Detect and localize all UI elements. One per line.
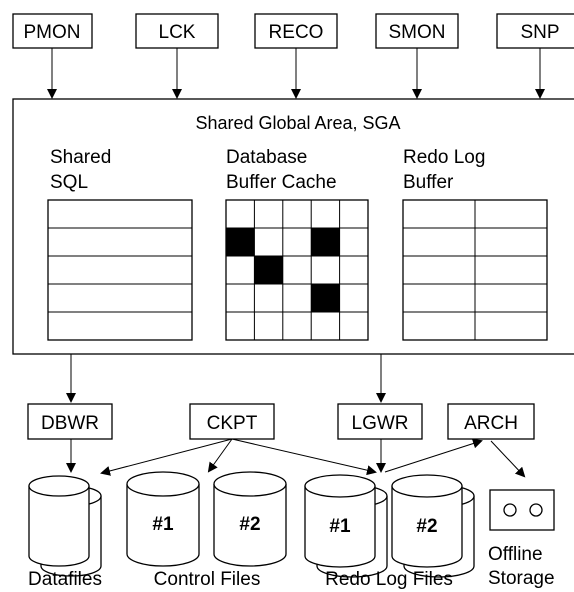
redo-log-file-2-label: #2 xyxy=(416,516,437,537)
shared-sql-area: Shared SQL xyxy=(47,147,193,341)
process-dbwr: DBWR xyxy=(27,403,113,440)
process-smon: SMON xyxy=(375,13,459,49)
arrow-redo-files-arch xyxy=(384,438,483,473)
process-pmon: PMON xyxy=(12,13,93,49)
control-file-2-disk-icon: #2 xyxy=(213,471,287,567)
dirty-buffer-block xyxy=(254,256,283,284)
process-lck: LCK xyxy=(135,13,219,49)
process-arch: ARCH xyxy=(447,403,535,440)
control-file-2-label: #2 xyxy=(239,514,260,535)
caption-offline-line1: Offline xyxy=(488,544,543,565)
redo-log-file-2-disk-icon: #2 xyxy=(391,474,475,578)
shared-sql-label-line1: Shared xyxy=(50,147,111,168)
shared-sql-label-line2: SQL xyxy=(50,172,88,193)
redo-log-file-1-disk-icon: #1 xyxy=(304,474,388,578)
control-file-1-disk-icon: #1 xyxy=(126,471,200,567)
datafiles-disk-icon xyxy=(28,475,102,577)
redo-buffer-label-line1: Redo Log xyxy=(403,147,485,168)
redo-log-buffer-area: Redo Log Buffer xyxy=(402,147,548,341)
arrow-ckpt-control-files xyxy=(207,438,233,473)
dirty-buffer-block xyxy=(226,228,255,256)
process-ckpt-label: CKPT xyxy=(207,413,258,434)
control-file-1-label: #1 xyxy=(152,514,174,535)
redo-log-file-1-label: #1 xyxy=(329,516,351,537)
arrow-arch-offline xyxy=(490,440,526,478)
process-pmon-label: PMON xyxy=(24,22,81,43)
buffer-cache-area: Database Buffer Cache xyxy=(225,147,369,341)
buffer-cache-label-line2: Buffer Cache xyxy=(226,172,337,193)
arrow-ckpt-redo-files xyxy=(231,438,377,476)
dirty-buffer-block xyxy=(311,228,340,256)
sga-title: Shared Global Area, SGA xyxy=(195,113,400,133)
process-ckpt: CKPT xyxy=(189,403,275,440)
process-dbwr-label: DBWR xyxy=(41,413,99,434)
process-lgwr: LGWR xyxy=(337,403,423,440)
caption-redo-log-files: Redo Log Files xyxy=(325,569,453,590)
caption-datafiles: Datafiles xyxy=(28,569,102,590)
process-reco: RECO xyxy=(254,13,338,49)
redo-buffer-label-line2: Buffer xyxy=(403,172,454,193)
arrow-ckpt-datafiles xyxy=(100,438,233,476)
process-snp-label: SNP xyxy=(520,22,559,43)
buffer-cache-label-line1: Database xyxy=(226,147,307,168)
arrows-bottom xyxy=(66,438,526,478)
dirty-buffer-block xyxy=(311,284,340,312)
process-snp: SNP xyxy=(496,13,574,49)
process-lgwr-label: LGWR xyxy=(352,413,409,434)
caption-offline-line2: Storage xyxy=(488,568,555,589)
offline-storage-tape-icon xyxy=(489,489,555,531)
caption-control-files: Control Files xyxy=(154,569,261,590)
process-smon-label: SMON xyxy=(389,22,446,43)
sga-box: Shared Global Area, SGA Shared SQL Datab… xyxy=(12,98,574,355)
arrows-top xyxy=(47,48,545,99)
process-lck-label: LCK xyxy=(159,22,196,43)
process-arch-label: ARCH xyxy=(464,413,518,434)
process-reco-label: RECO xyxy=(269,22,324,43)
